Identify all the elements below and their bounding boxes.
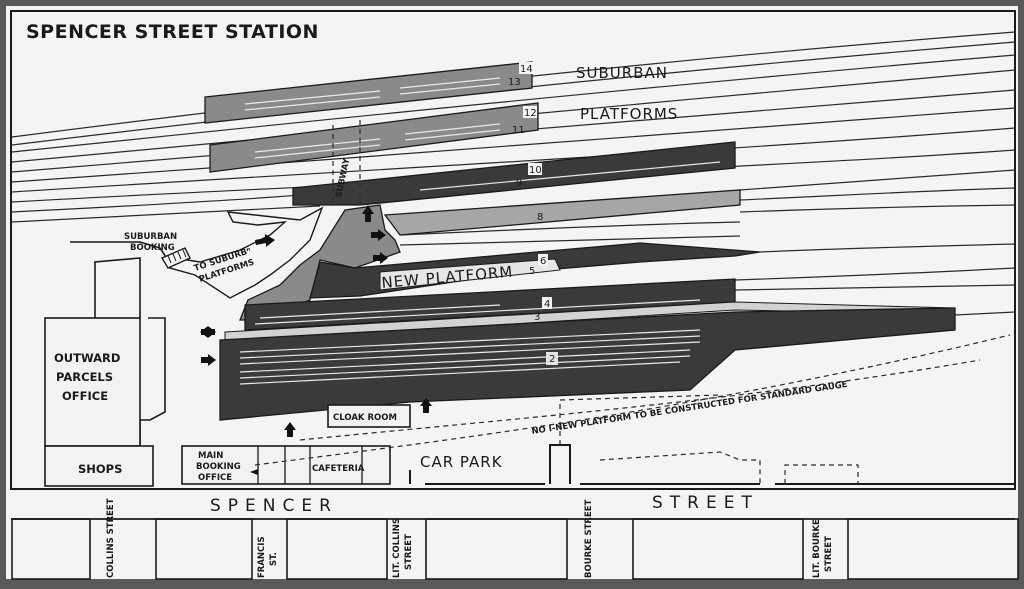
platform-9-10 [292, 141, 736, 206]
platform-number-9: 9 [516, 178, 522, 189]
label-street: STREET [652, 493, 759, 513]
label-parcels: PARCELS [56, 370, 113, 384]
outward-parcels-office [44, 317, 141, 447]
label-shops: SHOPS [78, 462, 122, 476]
subway [332, 120, 361, 205]
parcels-annex [94, 257, 141, 318]
label-platforms: PLATFORMS [580, 105, 678, 123]
platform-number-3: 3 [534, 312, 540, 323]
platform-number-12: 12 [524, 108, 537, 119]
suburban-booking-office [160, 247, 191, 269]
map-title: SPENCER STREET STATION [26, 21, 319, 43]
label-francis-2: ST. [269, 552, 279, 566]
platform-numbers: 14 13 12 11 10 9 8 6 5 4 3 2 [508, 62, 558, 365]
concourse-north [239, 204, 401, 321]
label-suburban-booking-2: BOOKING [130, 243, 175, 253]
platform-number-8: 8 [537, 212, 543, 223]
label-spencer: SPENCER [210, 496, 338, 516]
label-suburban: SUBURBAN [576, 64, 668, 82]
label-collins-street: COLLINS STREET [106, 498, 116, 578]
suburban-footway [168, 206, 324, 299]
label-car-park: CAR PARK [420, 453, 503, 471]
platform-number-13: 13 [508, 77, 521, 88]
platform-number-11: 11 [512, 125, 525, 136]
label-main-booking-1: MAIN [198, 451, 223, 461]
label-cloak-room: CLOAK ROOM [333, 413, 397, 423]
shops-building [44, 445, 154, 487]
platform-number-10: 10 [529, 165, 542, 176]
platform-number-14: 14 [520, 64, 533, 75]
label-main-booking-3: OFFICE [198, 473, 232, 483]
label-cafeteria: CAFETERIA [312, 464, 365, 474]
label-outward: OUTWARD [54, 351, 120, 365]
label-lit-bourke-1: LIT. BOURKE [812, 519, 822, 578]
entrance-arrows [200, 205, 432, 437]
label-lit-collins-2: STREET [404, 534, 414, 570]
standard-gauge-line [254, 334, 1011, 466]
label-main-booking-2: BOOKING [196, 462, 241, 472]
platform-number-4: 4 [544, 299, 550, 310]
label-office: OFFICE [62, 389, 108, 403]
platform-number-6: 6 [540, 256, 546, 267]
map-border [10, 10, 1016, 490]
label-suburban-booking-1: SUBURBAN [124, 232, 177, 242]
platform-8 [383, 189, 741, 236]
platform-2 [219, 307, 956, 421]
label-bourke-street: BOURKE STREET [584, 499, 594, 578]
cloak-room [327, 404, 411, 428]
label-lit-bourke-2: STREET [824, 536, 834, 572]
platform-number-5: 5 [529, 266, 535, 277]
label-francis-1: FRANCIS [257, 536, 267, 578]
platform-number-2: 2 [549, 354, 555, 365]
new-platform-label-band [379, 258, 561, 291]
label-lit-collins-1: LIT. COLLINS [392, 518, 402, 578]
